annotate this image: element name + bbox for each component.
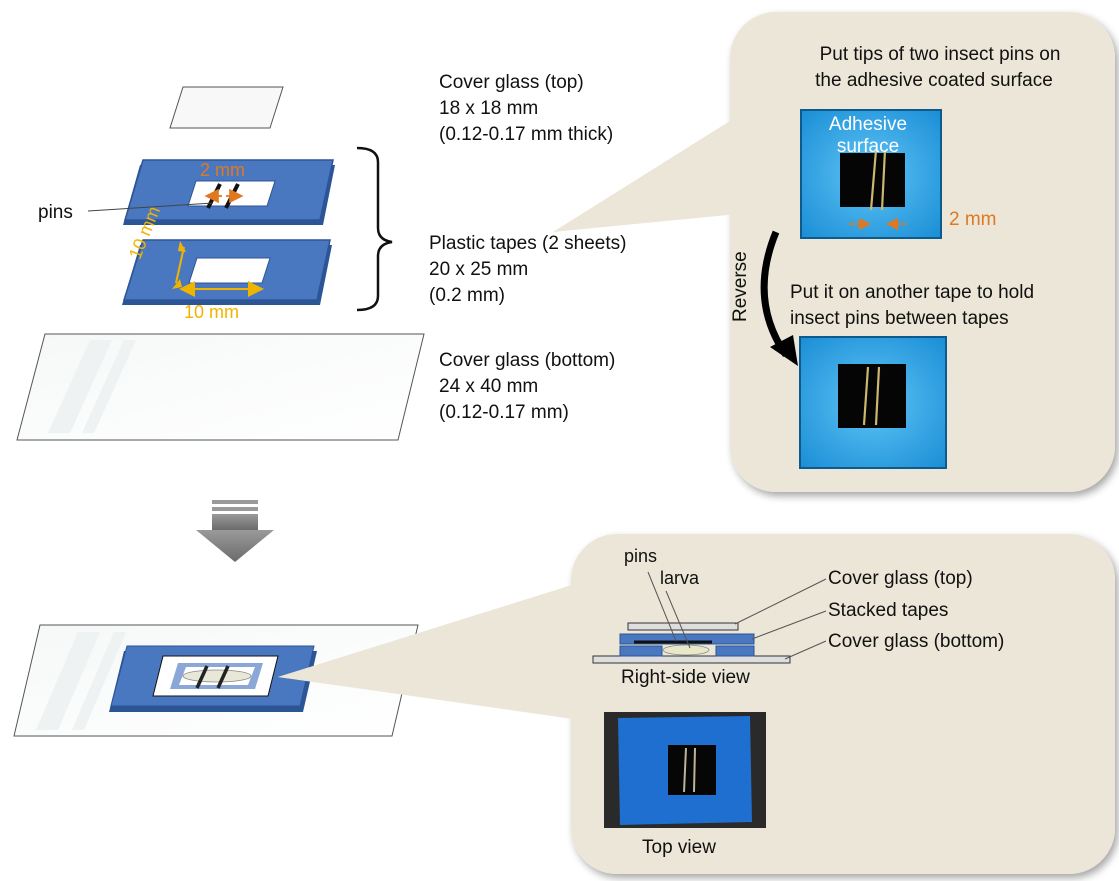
right-side-view-label: Right-side view xyxy=(621,667,750,688)
plastic-tapes-label: Plastic tapes (2 sheets) 20 x 25 mm (0.2… xyxy=(429,233,627,306)
callout-top xyxy=(553,12,1115,492)
cover-glass-bottom-label: Cover glass (bottom) 24 x 40 mm (0.12-0.… xyxy=(439,350,616,423)
side-cover-bottom-label: Cover glass (bottom) xyxy=(828,631,1005,652)
callout-top-title: Put tips of two insect pins on the adhes… xyxy=(815,44,1061,91)
assembled-slide xyxy=(13,624,419,737)
photo-adhesive-tape xyxy=(800,109,942,239)
side-pins-label: pins xyxy=(624,546,658,566)
top-view-label: Top view xyxy=(642,837,716,858)
photo-2mm-label: 2 mm xyxy=(949,209,997,230)
pins-leader xyxy=(87,202,214,212)
tape-10mm-horizontal-label: 10 mm xyxy=(184,302,240,322)
cover-glass-top xyxy=(169,86,284,129)
side-cover-top-label: Cover glass (top) xyxy=(828,568,973,589)
cover-glass-top-label: Cover glass (top) 18 x 18 mm (0.12-0.17 … xyxy=(439,72,614,145)
brace xyxy=(356,146,393,312)
photo-top-view xyxy=(604,712,766,828)
cover-glass-bottom xyxy=(16,333,425,441)
callout-top-step2: Put it on another tape to hold insect pi… xyxy=(790,282,1035,329)
tape-2mm-label: 2 mm xyxy=(200,160,245,180)
pins-label: pins xyxy=(38,202,73,223)
larva xyxy=(182,669,252,683)
callout-bottom xyxy=(278,534,1115,874)
side-view-diagram xyxy=(592,571,827,664)
side-stacked-label: Stacked tapes xyxy=(828,600,949,621)
reverse-label: Reverse xyxy=(730,251,751,322)
down-arrow xyxy=(196,500,274,562)
adhesive-surface-label: Adhesive surface xyxy=(828,114,908,157)
side-larva-label: larva xyxy=(660,568,700,588)
photo-stacked-tape xyxy=(799,336,947,469)
tape-lower xyxy=(122,239,332,305)
